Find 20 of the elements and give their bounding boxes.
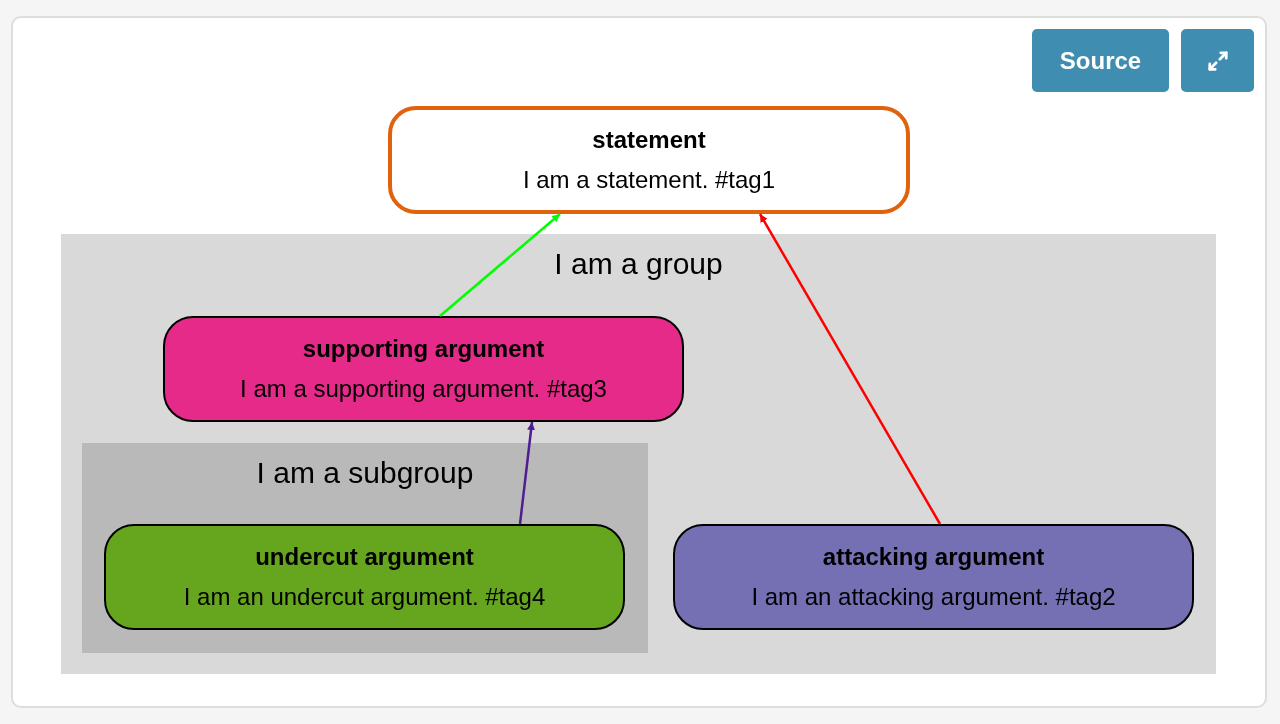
group-area xyxy=(61,234,1216,674)
argument-box xyxy=(388,106,910,214)
source-button: Source xyxy=(1032,29,1169,92)
arrow xyxy=(758,213,942,525)
arrow xyxy=(439,213,561,317)
argument-title: statement xyxy=(592,126,706,154)
argument-text: I am an attacking argument. #tag2 xyxy=(751,583,1116,611)
argument-title: undercut argument xyxy=(255,543,474,571)
argument-box xyxy=(104,524,625,630)
group-label: I am a group xyxy=(553,246,724,282)
argument-box xyxy=(163,316,684,422)
group-area xyxy=(82,443,648,653)
argument-text: I am a statement. #tag1 xyxy=(522,166,776,194)
argument-title: attacking argument xyxy=(822,543,1045,571)
arrow xyxy=(518,421,536,525)
argument-title: supporting argument xyxy=(302,335,545,363)
argument-text: I am an undercut argument. #tag4 xyxy=(183,583,546,611)
argument-text: I am a supporting argument. #tag3 xyxy=(240,375,607,403)
argument-box xyxy=(673,524,1194,630)
group-label: I am a subgroup xyxy=(255,455,475,491)
